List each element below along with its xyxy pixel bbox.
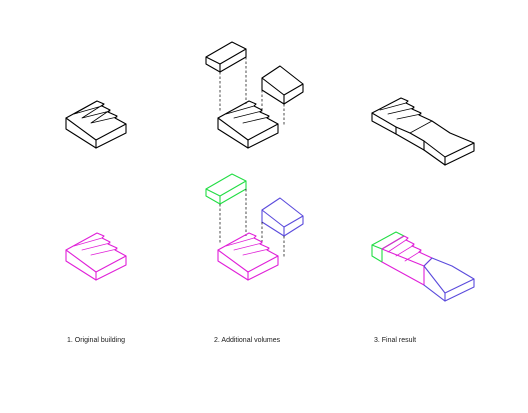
final-building-magenta [381,235,433,286]
final-right-volume-purple [423,257,475,302]
caption-additional-volumes: 2. Additional volumes [214,337,281,344]
caption-final-result: 3. Final result [374,337,417,344]
left-volume-green [205,173,247,205]
final-result-colored [371,231,475,302]
original-building-black [65,100,127,149]
original-building-magenta [65,232,127,281]
right-volume-purple [261,197,304,237]
original-building-copy-magenta [217,232,279,281]
caption-original-building: 1. Original building [67,337,125,344]
building-with-volumes-colored [205,173,304,281]
final-result-black [371,97,475,166]
left-volume-black [205,41,247,73]
right-volume-black [261,65,304,105]
original-building-copy-black [217,100,279,149]
building-with-volumes-black [205,41,304,149]
final-left-volume-green [371,231,405,263]
